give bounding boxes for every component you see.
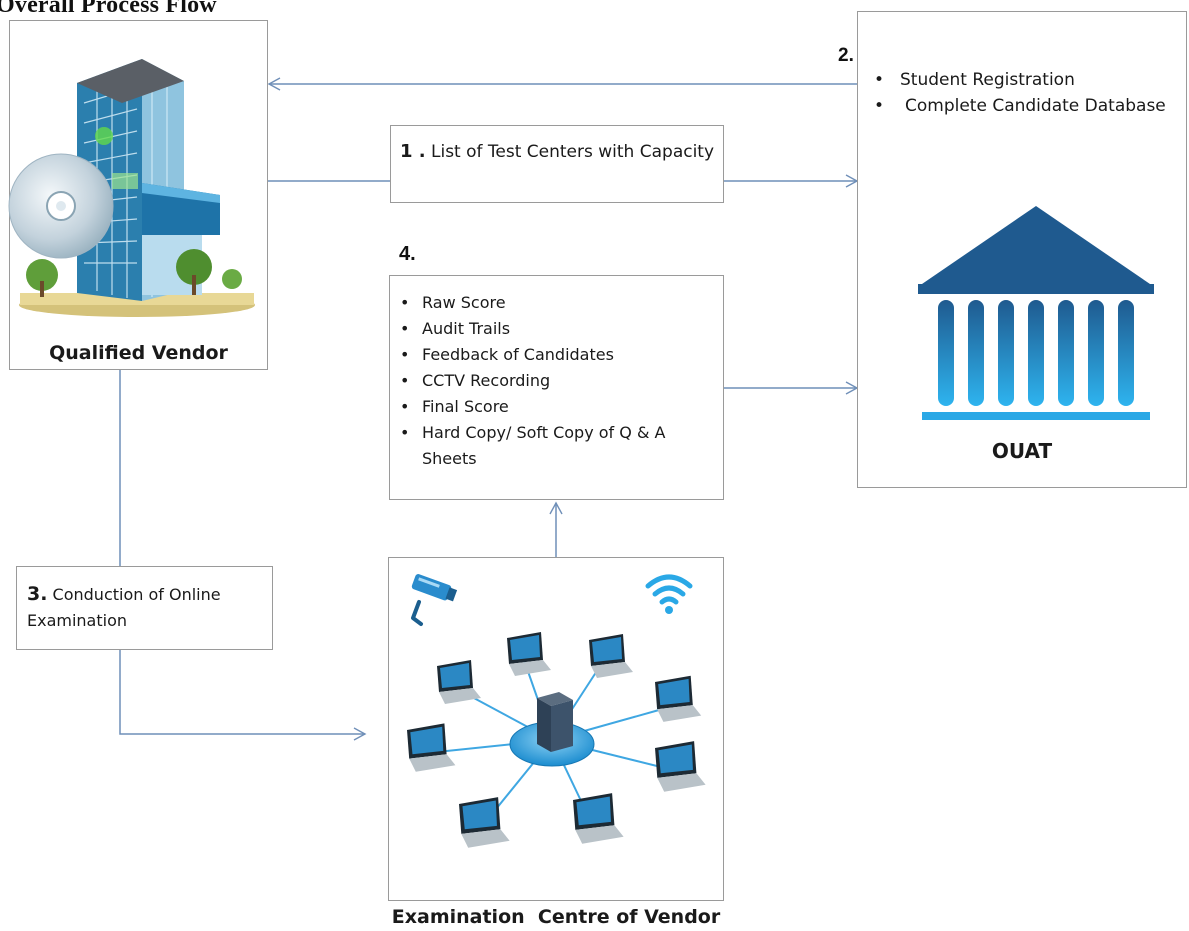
step4-item: Audit Trails: [394, 316, 714, 342]
step3-text: Conduction of Online Examination: [27, 585, 221, 630]
vendor-box: Qualified Vendor: [8, 20, 268, 370]
step1-text-wrap: 1 . List of Test Centers with Capacity: [391, 138, 723, 166]
ouat-list: Student Registration Complete Candidate …: [868, 67, 1168, 119]
step4-box: Raw Score Audit Trails Feedback of Candi…: [389, 275, 724, 500]
server-icon: [537, 692, 573, 752]
step4-item: Raw Score: [394, 290, 714, 316]
step4-item: Hard Copy/ Soft Copy of Q & A Sheets: [394, 420, 714, 472]
arrow-step3-to-exam-centre: [119, 650, 367, 741]
step3-box: 3. Conduction of Online Examination: [16, 566, 273, 650]
step2-number: 2.: [838, 45, 854, 66]
wifi-icon: [645, 574, 693, 614]
ouat-box: Student Registration Complete Candidate …: [857, 11, 1187, 488]
cd-icon: [8, 153, 114, 259]
network-laptops-icon: [407, 632, 706, 848]
bank-building-icon: [918, 206, 1154, 420]
building-icon: [19, 59, 255, 317]
exam-centre-box: [388, 557, 724, 901]
ouat-item: Student Registration: [868, 67, 1168, 93]
step4-item: Feedback of Candidates: [394, 342, 714, 368]
step4-item: CCTV Recording: [394, 368, 714, 394]
step4-list: Raw Score Audit Trails Feedback of Candi…: [394, 290, 714, 472]
step4-item: Final Score: [394, 394, 714, 420]
ouat-item: Complete Candidate Database: [868, 93, 1168, 119]
step1-text: List of Test Centers with Capacity: [431, 142, 715, 162]
vendor-label: Qualified Vendor: [49, 342, 228, 364]
ouat-label: OUAT: [991, 439, 1053, 463]
exam-centre-label: Examination Centre of Vendor: [391, 906, 721, 928]
step3-number: 3.: [27, 583, 48, 605]
step1-number: 1 .: [399, 141, 426, 162]
page-title: Overall Process Flow: [0, 0, 217, 18]
step4-number: 4.: [399, 243, 416, 265]
step1-box: 1 . List of Test Centers with Capacity: [390, 125, 724, 203]
step3-text-wrap: 3. Conduction of Online Examination: [27, 581, 267, 634]
cctv-camera-icon: [411, 574, 458, 626]
